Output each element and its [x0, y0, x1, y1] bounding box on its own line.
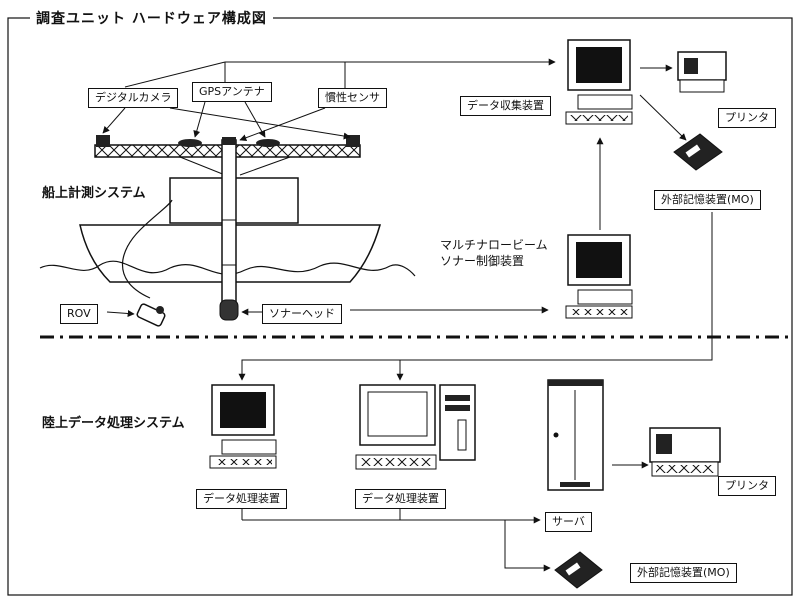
- label-multibeam-line1: マルチナロービーム: [440, 238, 548, 252]
- sonar-pole: [219, 139, 239, 321]
- label-external-storage-top: 外部記憶装置(MO): [654, 190, 761, 210]
- gps-antenna-left: [178, 139, 202, 147]
- label-multibeam-line2: ソナー制御装置: [440, 254, 525, 268]
- section-ship-label: 船上計測システム: [42, 186, 146, 201]
- label-sonar-head: ソナーヘッド: [262, 304, 342, 324]
- gps-antenna-right: [256, 139, 280, 147]
- mo-drive-bottom-device: [554, 551, 603, 589]
- computer-sonar-controller: [565, 234, 633, 319]
- sonar-head: [219, 299, 239, 321]
- label-data-collection: データ収集装置: [460, 96, 551, 116]
- label-inertial-sensor: 慣性センサ: [318, 88, 387, 108]
- section-land-label: 陸上データ処理システム: [42, 416, 185, 431]
- diagram-title: 調査ユニット ハードウェア構成図: [30, 8, 273, 28]
- label-printer-top: プリンタ: [718, 108, 776, 128]
- printer-bottom-device: [649, 427, 721, 477]
- label-rov: ROV: [60, 304, 98, 324]
- label-server: サーバ: [545, 512, 592, 532]
- camera-left: [96, 135, 110, 147]
- outer-frame: [7, 17, 793, 596]
- computer-land-1: [209, 384, 277, 469]
- inertial-sensor-unit: [222, 137, 236, 145]
- computer-land-2: [355, 384, 476, 470]
- label-digital-camera: デジタルカメラ: [88, 88, 179, 108]
- server-tower: [547, 379, 604, 491]
- rov-vehicle: [136, 303, 166, 327]
- label-data-processing-1: データ処理装置: [196, 489, 287, 509]
- label-external-storage-bottom: 外部記憶装置(MO): [630, 563, 737, 583]
- computer-data-collection: [565, 39, 633, 125]
- mo-drive-top-device: [673, 133, 723, 171]
- printer-top-device: [677, 51, 727, 93]
- label-data-processing-2: データ処理装置: [355, 489, 446, 509]
- label-printer-bottom: プリンタ: [718, 476, 776, 496]
- label-gps-antenna: GPSアンテナ: [192, 82, 272, 102]
